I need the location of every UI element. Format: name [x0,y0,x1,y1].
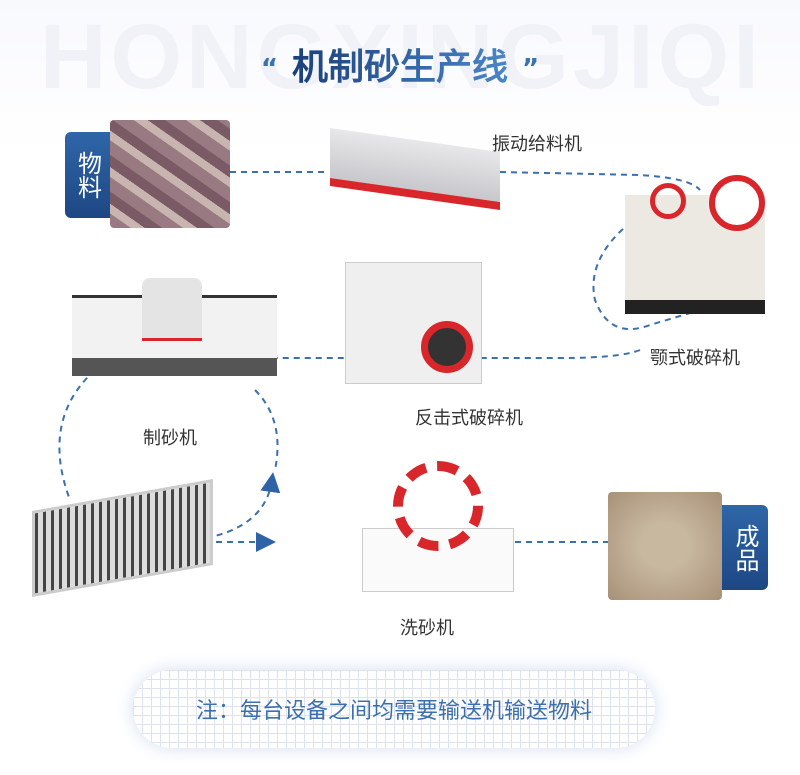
close-quote-icon: ” [522,54,540,84]
page-title: “ 机制砂生产线 ” [0,38,800,90]
open-quote-icon: “ [260,54,278,84]
flow-sandmaker-to-screen [58,369,96,501]
note-banner: 注：每台设备之间均需要输送机输送物料 [133,670,655,748]
flow-jaw-to-sandmaker [270,349,641,359]
note-text: 注：每台设备之间均需要输送机输送物料 [195,699,592,724]
finished-sand-photo [608,492,722,600]
sand-washer-image [362,461,514,592]
input-label: 物料 [65,132,110,218]
flow-jaw-loop [592,214,701,330]
jaw-crusher-image [625,175,765,314]
label-jaw-crusher: 颚式破碎机 [650,348,740,369]
output-label: 成品 [722,505,768,590]
impact-crusher-image [345,262,482,384]
label-vibrating-feeder: 振动给料机 [492,134,582,155]
sand-maker-image [72,278,277,376]
title-text: 机制砂生产线 [291,47,508,88]
flow-feeder-to-jaw [499,171,701,191]
flow-sandmaker-return [254,389,279,471]
label-impact-crusher: 反击式破碎机 [415,408,523,429]
label-sand-washer: 洗砂机 [400,618,454,639]
label-sand-maker: 制砂机 [143,428,197,449]
raw-material-photo [110,120,230,228]
watermark-text: HONGXINGJIQI [40,5,763,110]
